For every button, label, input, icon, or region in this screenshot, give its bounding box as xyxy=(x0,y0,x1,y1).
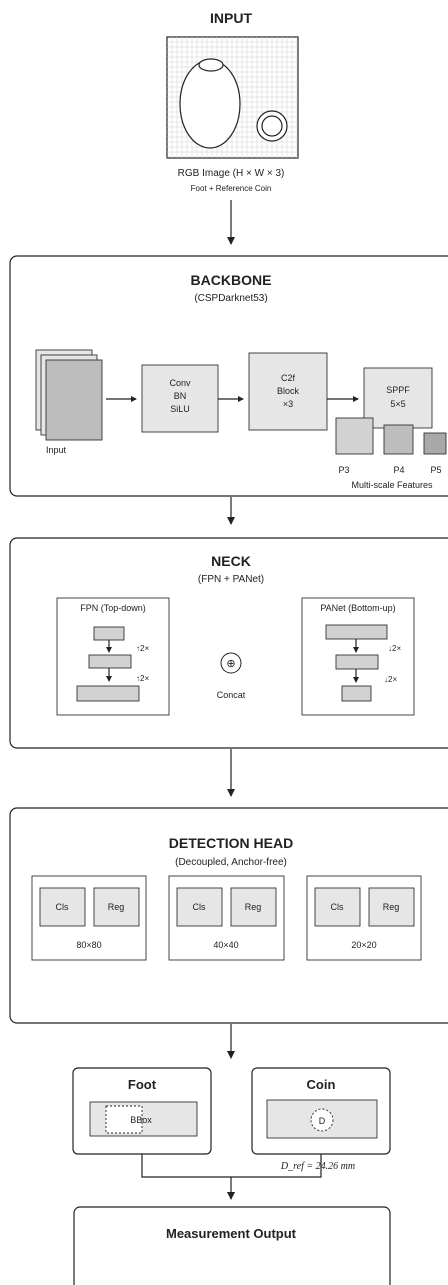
concat-node xyxy=(220,652,242,674)
reg-label: Reg xyxy=(245,902,262,912)
c2f-label-1: C2f xyxy=(281,373,296,383)
p4-feature-map xyxy=(383,424,414,455)
panet-downsample-1: ↓2× xyxy=(388,644,401,653)
reg-block xyxy=(230,887,277,927)
conv-label-1: Conv xyxy=(169,378,191,388)
p5-feature-map xyxy=(423,432,447,455)
input-caption: RGB Image (H × W × 3) xyxy=(178,168,285,179)
head-subtitle: (Decoupled, Anchor-free) xyxy=(175,857,287,868)
coin-dashed-circle xyxy=(310,1108,334,1132)
fpn-bottom-block xyxy=(76,685,140,702)
head-group-80: Cls Reg 80×80 xyxy=(31,875,147,961)
backbone-input-label: Input xyxy=(46,445,67,455)
fpn-label: FPN (Top-down) xyxy=(80,603,146,613)
conv-label-2: BN xyxy=(174,391,187,401)
scale-label: 80×80 xyxy=(76,940,101,950)
foot-heel-ellipse xyxy=(198,58,224,72)
coin-d-label: D xyxy=(319,1116,326,1126)
cls-block xyxy=(314,887,361,927)
foot-shape xyxy=(179,59,241,149)
p5-label: P5 xyxy=(430,465,441,475)
input-subcaption: Foot + Reference Coin xyxy=(191,184,272,193)
panet-downsample-2: ↓2× xyxy=(384,675,397,684)
cls-label: Cls xyxy=(56,902,69,912)
panet-top-block xyxy=(325,624,388,640)
foot-bbox-label: BBox xyxy=(130,1115,152,1125)
concat-symbol: ⊕ xyxy=(226,658,235,670)
sppf-label-1: SPPF xyxy=(386,385,410,395)
concat-label: Concat xyxy=(217,690,246,700)
scale-label: 20×20 xyxy=(351,940,376,950)
foot-title: Foot xyxy=(128,1077,157,1092)
backbone-input-stack xyxy=(35,349,103,441)
c2f-label-2: Block xyxy=(277,386,300,396)
coin-inner-ring xyxy=(261,115,283,137)
neck-subtitle: (FPN + PANet) xyxy=(198,574,264,585)
neck-title: NECK xyxy=(211,553,251,569)
panet-label: PANet (Bottom-up) xyxy=(320,603,395,613)
reg-block xyxy=(368,887,415,927)
reg-block xyxy=(93,887,140,927)
panet-bottom-block xyxy=(341,685,372,702)
reg-label: Reg xyxy=(383,902,400,912)
fpn-mid-block xyxy=(88,654,132,669)
head-group-20: Cls Reg 20×20 xyxy=(306,875,422,961)
backbone-title: BACKBONE xyxy=(191,272,272,288)
panet-mid-block xyxy=(335,654,379,670)
scale-label: 40×40 xyxy=(213,940,238,950)
p3-label: P3 xyxy=(338,465,349,475)
fpn-top-block xyxy=(93,626,125,641)
dref-label: D_ref = 24.26 mm xyxy=(280,1161,355,1172)
fpn-upsample-2: ↑2× xyxy=(136,674,149,683)
reg-label: Reg xyxy=(108,902,125,912)
cls-label: Cls xyxy=(331,902,344,912)
head-title: DETECTION HEAD xyxy=(169,835,293,851)
c2f-block xyxy=(248,352,328,431)
p3-feature-map xyxy=(335,417,374,455)
output-title: Measurement Output xyxy=(166,1226,297,1241)
p4-label: P4 xyxy=(393,465,404,475)
features-label: Multi-scale Features xyxy=(351,480,433,490)
cls-block xyxy=(176,887,223,927)
sppf-label-2: 5×5 xyxy=(390,399,405,409)
conv-block xyxy=(141,364,219,433)
fpn-upsample-1: ↑2× xyxy=(136,644,149,653)
input-title: INPUT xyxy=(210,10,252,26)
input-image xyxy=(166,36,299,159)
foot-bbox-dashed xyxy=(105,1105,143,1134)
cls-block xyxy=(39,887,86,927)
cls-label: Cls xyxy=(193,902,206,912)
coin-title: Coin xyxy=(307,1077,336,1092)
conv-label-3: SiLU xyxy=(170,404,190,414)
sppf-block xyxy=(363,367,433,429)
output-panel xyxy=(73,1206,391,1285)
c2f-label-3: ×3 xyxy=(283,399,293,409)
head-group-40: Cls Reg 40×40 xyxy=(168,875,285,961)
backbone-subtitle: (CSPDarknet53) xyxy=(194,293,267,304)
input-layer-front xyxy=(45,359,103,441)
